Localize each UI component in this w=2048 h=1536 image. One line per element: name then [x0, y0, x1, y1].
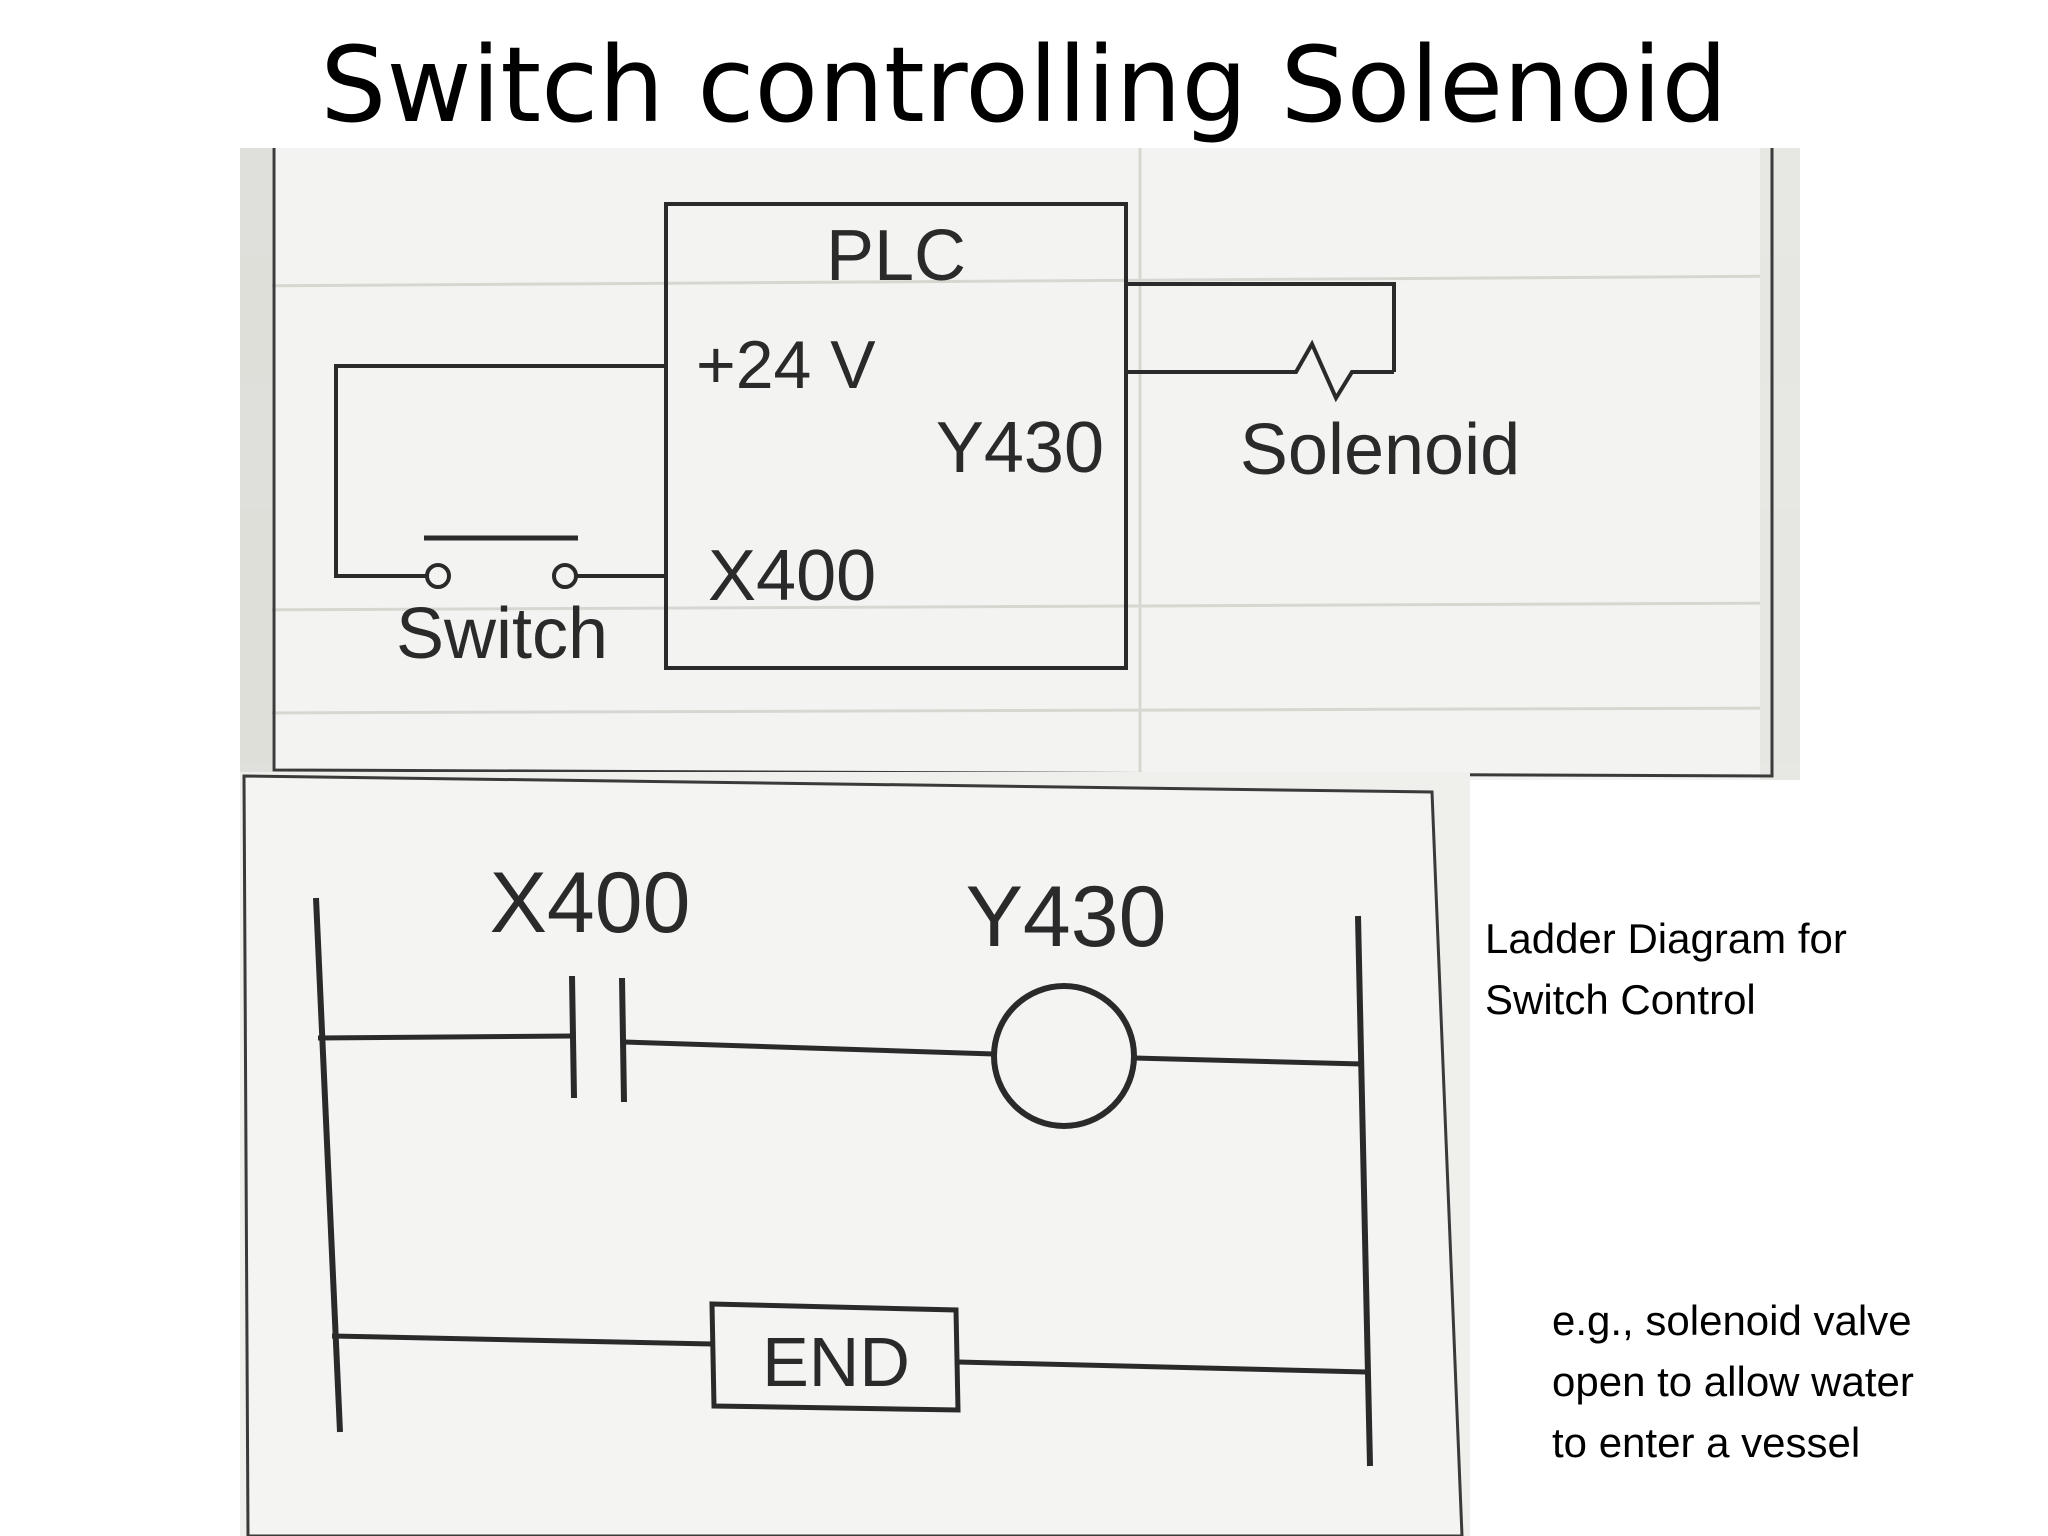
switch-symbol	[424, 535, 578, 589]
switch-terminal-right	[552, 563, 578, 589]
solenoid-wire-top	[1126, 282, 1396, 372]
slide-title: Switch controlling Solenoid	[320, 24, 1728, 146]
plc-wiring-photo: PLC +24 V Y430 X400 Solenoid Switch	[240, 148, 1800, 780]
photo-frame	[242, 774, 1464, 1536]
switch-label: Switch	[396, 594, 608, 674]
rung-1-wire-middle	[623, 1039, 995, 1057]
contact-plate-left	[569, 975, 577, 1099]
plc-box	[664, 202, 1128, 670]
rung-1	[317, 975, 1363, 1129]
plc-wiring-diagram: PLC +24 V Y430 X400 Solenoid Switch	[240, 148, 1800, 780]
rung-2	[331, 1301, 1367, 1413]
output-coil	[991, 983, 1137, 1129]
example-note: e.g., solenoid valve open to allow water…	[1552, 1297, 1914, 1466]
rung-1-wire-left	[317, 1033, 573, 1041]
switch-terminal-left	[425, 563, 451, 589]
end-box	[709, 1301, 961, 1413]
supply-wire	[334, 364, 666, 578]
supply-label: +24 V	[696, 327, 876, 403]
coil-label: Y430	[966, 869, 1167, 965]
rung-1-wire-right	[1133, 1055, 1363, 1067]
solenoid-label: Solenoid	[1240, 410, 1520, 490]
end-label: END	[762, 1323, 910, 1401]
ladder-diagram-caption: Ladder Diagram for Switch Control	[1485, 915, 1847, 1023]
left-power-rail	[313, 897, 343, 1433]
contact-label: X400	[490, 855, 691, 951]
ladder-diagram-photo: X400 Y430 END	[240, 772, 1470, 1536]
rung-2-wire-left	[331, 1333, 713, 1347]
ladder-diagram: X400 Y430 END	[242, 774, 1464, 1536]
solenoid-coil	[1126, 339, 1394, 403]
page-bleed-through	[240, 148, 1800, 780]
input-label: X400	[708, 536, 876, 616]
output-label: Y430	[936, 408, 1104, 488]
right-power-rail	[1355, 915, 1373, 1467]
contact-plate-right	[619, 977, 627, 1103]
rung-2-wire-right	[957, 1359, 1367, 1375]
plc-label: PLC	[826, 216, 966, 296]
